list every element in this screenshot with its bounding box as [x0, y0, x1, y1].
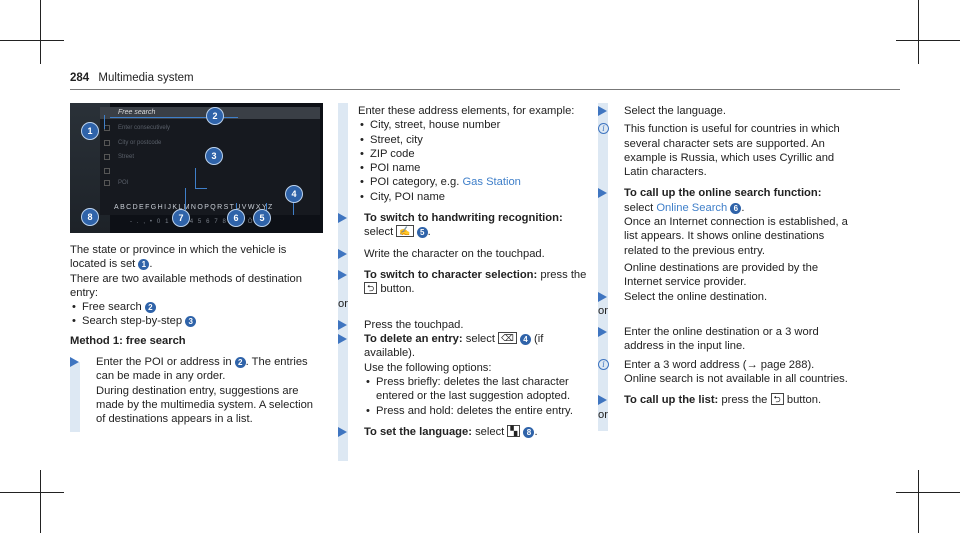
instruction-step: Write the character on the touchpad. [338, 247, 588, 261]
digits-bar: - . , • 0 1 2 3 4 5 6 7 8 9 Ä Ö Ü [130, 219, 264, 225]
list-item: Press and hold: deletes the entire entry… [364, 404, 588, 419]
method-heading: Method 1: free search [70, 334, 186, 347]
back-icon: ⮌ [770, 393, 784, 406]
callout-5: 5 [253, 209, 271, 227]
column-bar [598, 103, 608, 431]
list-item: POI category, e.g. Gas Station [358, 175, 588, 190]
step-arrow-icon [598, 291, 607, 302]
paragraph: Use the following options: [364, 361, 492, 374]
step-arrow-icon [70, 357, 79, 368]
list-item: ZIP code [358, 147, 588, 162]
language-icon: ▚ [507, 424, 521, 437]
crop-mark [896, 40, 960, 41]
column-1: The state or province in which the vehic… [70, 243, 320, 427]
navigation-screenshot: Free search Enter consecutively City or … [70, 103, 323, 233]
or-label: or [338, 297, 348, 310]
instruction-step: Press the touchpad. [338, 318, 588, 332]
header-divider [70, 89, 900, 90]
callout-2: 2 [206, 107, 224, 125]
step-arrow-icon [338, 269, 347, 280]
page-number: 284 [70, 72, 90, 84]
crop-mark [40, 0, 41, 64]
crop-mark [0, 40, 64, 41]
crop-mark [40, 470, 41, 533]
step-arrow-icon [338, 334, 347, 345]
list-item: City or postcode [104, 140, 161, 146]
page-header: 284 Multimedia system [70, 72, 194, 84]
crop-mark [896, 492, 960, 493]
step-arrow-icon [338, 426, 347, 437]
instruction-step: To call up the list: press the ⮌ button. [598, 393, 848, 407]
column-bar [338, 103, 348, 461]
step-arrow-icon [338, 213, 347, 224]
list-item: Street [104, 154, 134, 160]
instruction-step: Select the online destination. [598, 290, 848, 304]
column-bar [70, 362, 80, 432]
instruction-step: Enter the POI or address in 2. The entri… [70, 355, 320, 384]
paragraph: Online destinations are provided by the … [624, 261, 819, 289]
paragraph: There are two available methods of desti… [70, 272, 302, 299]
callout-4: 4 [285, 185, 303, 203]
step-arrow-icon [598, 188, 607, 199]
paragraph: Once an Internet connection is establish… [624, 216, 848, 257]
instruction-step: To switch to character selection: press … [338, 268, 588, 297]
callout-3: 3 [205, 147, 223, 165]
instruction-step: Select the language. [598, 104, 848, 118]
callout-7: 7 [172, 209, 190, 227]
column-2: Enter these address elements, for exampl… [338, 104, 588, 439]
instruction-step: Enter the online destination or a 3 word… [598, 325, 848, 354]
paragraph: The state or province in which the vehic… [70, 244, 287, 271]
alphabet-bar: ABCDEFGHIJKLMNOPQRSTUVWXYZ [114, 204, 274, 211]
instruction-step: To set the language: select ▚ 8. [338, 424, 588, 439]
crop-mark [0, 492, 64, 493]
list-item: Free search 2 [70, 300, 320, 315]
back-icon: ⮌ [364, 282, 378, 295]
search-label: Free search [118, 109, 156, 116]
instruction-step: To switch to handwriting recognition:sel… [338, 211, 588, 240]
list-item: POI [104, 180, 128, 186]
callout-1: 1 [81, 122, 99, 140]
step-arrow-icon [598, 106, 607, 116]
list-item: Search step-by-step 3 [70, 314, 320, 329]
list-item: City, POI name [358, 190, 588, 205]
delete-icon: ⌫ [498, 332, 517, 345]
handwriting-icon: ✍ [396, 225, 414, 238]
paragraph: Enter these address elements, for exampl… [358, 105, 575, 117]
or-label: or [598, 304, 608, 317]
paragraph: During destination entry, suggestions ar… [96, 384, 314, 426]
list-item: City, street, house number [358, 118, 588, 133]
list-item: POI name [358, 161, 588, 176]
info-icon: i [598, 123, 609, 135]
step-arrow-icon [598, 395, 607, 406]
step-arrow-icon [338, 248, 347, 259]
online-search-link[interactable]: Online Search [656, 201, 728, 214]
or-label: or [598, 408, 608, 421]
section-title: Multimedia system [98, 72, 194, 84]
info-icon: i [598, 358, 609, 370]
crop-mark [918, 470, 919, 533]
step-arrow-icon [338, 319, 347, 330]
gas-station-link[interactable]: Gas Station [462, 176, 521, 189]
list-item: Street, city [358, 133, 588, 148]
step-arrow-icon [598, 327, 607, 338]
instruction-step: To delete an entry: select ⌫ 4 (if avail… [338, 332, 588, 361]
instruction-step: To call up the online search function:se… [598, 186, 848, 215]
list-item: Press briefly: deletes the last characte… [364, 375, 588, 404]
callout-6: 6 [227, 209, 245, 227]
callout-8: 8 [81, 208, 99, 226]
list-item: Enter consecutively [104, 125, 170, 131]
crop-mark [918, 0, 919, 64]
